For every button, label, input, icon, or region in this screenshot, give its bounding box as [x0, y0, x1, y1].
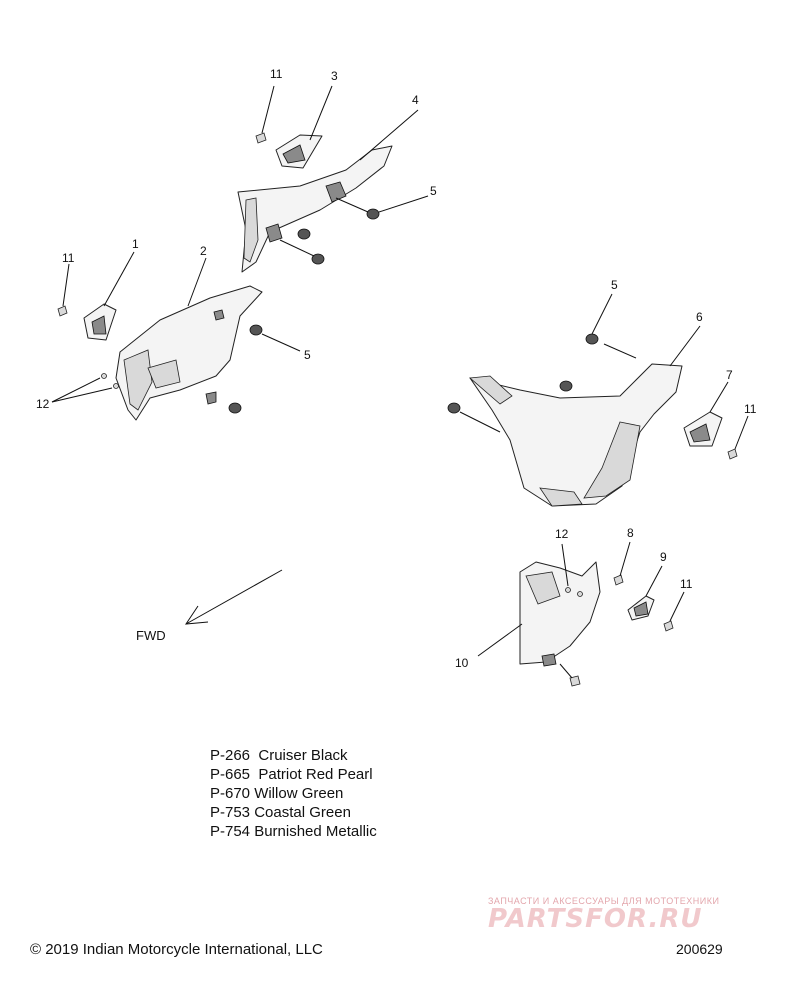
part-7-trim-cap: [683, 381, 729, 447]
part-11-screw-top: [255, 85, 275, 144]
callout-3: 3: [331, 69, 338, 83]
watermark-logo: PARTSFOR.RU: [488, 904, 703, 934]
callout-12-lower: 12: [555, 527, 569, 541]
color-code-item: P-754 Burnished Metallic: [210, 823, 377, 840]
part-1-trim-cap: [83, 251, 135, 341]
callout-2: 2: [200, 244, 207, 258]
part-11-screw-right: [727, 415, 749, 460]
part-5-grommets-top: [279, 195, 429, 265]
part-12-fasteners-left: [51, 373, 119, 403]
diagram-number: 200629: [676, 941, 723, 957]
part-10-lower-cover: [477, 561, 601, 687]
callout-11-left: 11: [62, 251, 75, 265]
copyright-text: © 2019 Indian Motorcycle International, …: [30, 941, 323, 958]
part-4-upper-side-cover: [237, 109, 419, 273]
callout-5-top: 5: [430, 184, 437, 198]
fwd-label: FWD: [136, 628, 166, 643]
callout-11-lower: 11: [680, 577, 693, 591]
forward-arrow: [185, 569, 283, 625]
part-12-fasteners-lower: [561, 543, 583, 597]
callout-7: 7: [726, 368, 733, 382]
color-code-item: P-670 Willow Green: [210, 785, 344, 802]
callout-4: 4: [412, 93, 419, 107]
part-5-grommets-right: [447, 293, 637, 433]
part-11-screw-lower: [663, 591, 685, 632]
callout-9: 9: [660, 550, 667, 564]
color-code-item: P-266 Cruiser Black: [210, 747, 348, 764]
part-3-trim-cap: [275, 85, 333, 169]
part-5-grommets-left: [228, 324, 301, 414]
callout-11-right: 11: [744, 402, 757, 416]
callout-1: 1: [132, 237, 139, 251]
callout-8: 8: [627, 526, 634, 540]
callout-10: 10: [455, 656, 469, 670]
part-8-screw: [613, 541, 631, 586]
callout-6: 6: [696, 310, 703, 324]
part-6-right-side-cover: [469, 325, 701, 507]
color-code-item: P-665 Patriot Red Pearl: [210, 766, 373, 783]
color-code-item: P-753 Coastal Green: [210, 804, 351, 821]
callout-11-top: 11: [270, 67, 283, 81]
callout-5-right: 5: [611, 278, 618, 292]
watermark-tagline: ЗАПЧАСТИ И АКСЕССУАРЫ ДЛЯ МОТОТЕХНИКИ: [488, 896, 720, 906]
callout-5-left: 5: [304, 348, 311, 362]
watermark: ЗАПЧАСТИ И АКСЕССУАРЫ ДЛЯ МОТОТЕХНИКИ PA…: [488, 896, 788, 934]
callout-12-left: 12: [36, 397, 50, 411]
part-11-screw-left: [57, 263, 70, 317]
part-9-trim-cap: [627, 565, 663, 621]
part-2-left-side-cover: [115, 257, 263, 421]
paint-color-list: P-266 Cruiser Black P-665 Patriot Red Pe…: [210, 746, 377, 841]
